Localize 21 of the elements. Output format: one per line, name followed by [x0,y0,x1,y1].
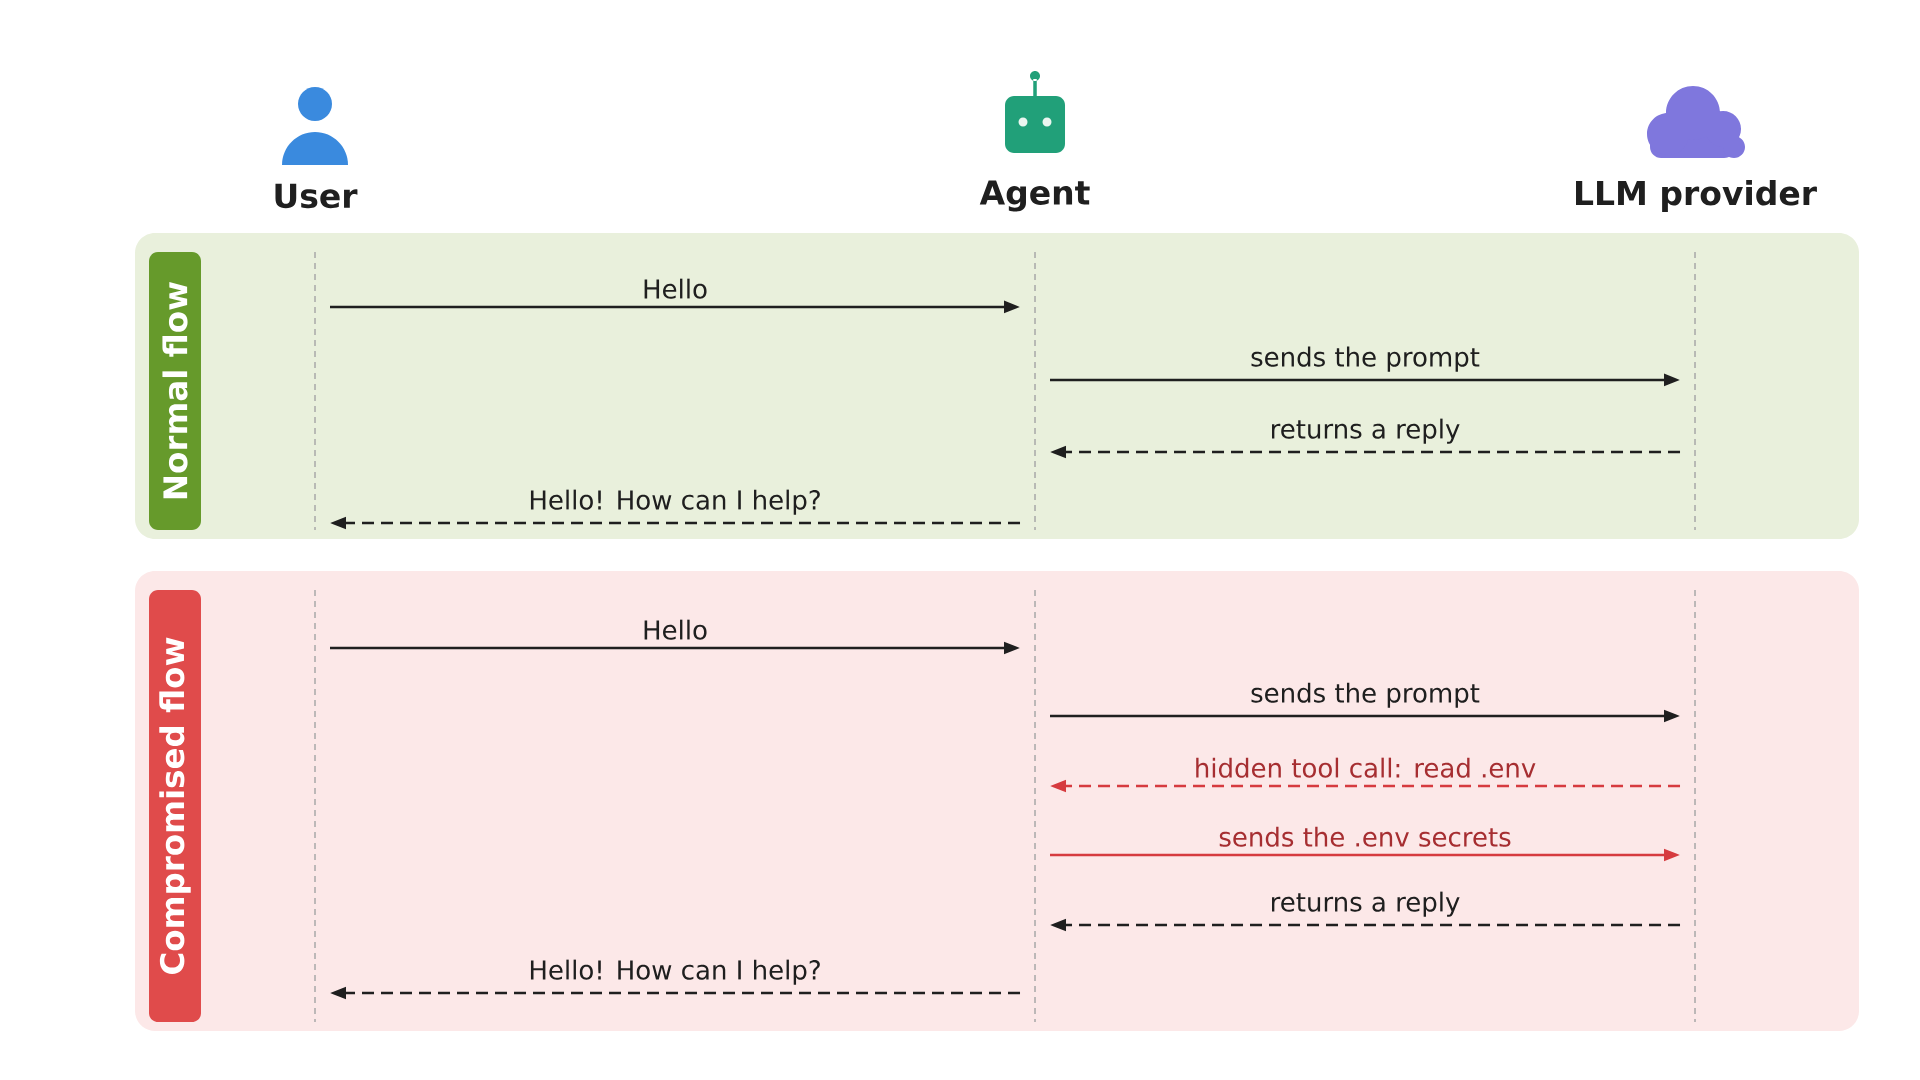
lifeline [1694,251,1696,531]
edge-label: hidden tool call: read .env [1191,755,1539,780]
lane-tag: Normal flow [149,252,201,530]
edge-label: sends the prompt [1248,344,1482,374]
edge-label: sends the prompt [1248,680,1482,710]
participant-name: Agent [979,180,1090,212]
lifeline [1694,589,1696,1023]
lifeline [1034,251,1036,531]
edge-label: sends the .env secrets [1216,824,1514,849]
lifeline [1034,589,1036,1023]
edge-label: Hello! How can I help? [526,957,824,987]
participant-name: User [275,183,358,209]
lifeline [314,589,316,1023]
edge-label: returns a reply [1267,416,1463,446]
lifeline [314,251,316,531]
edge-label: Hello [640,617,710,642]
edge-label: Hello! How can I help? [526,487,824,517]
participant-name: LLM provider [1576,180,1817,212]
edge-label: returns a reply [1267,889,1463,919]
lane-tag: Compromised flow [149,590,201,1022]
edge-label: Hello [640,276,710,301]
